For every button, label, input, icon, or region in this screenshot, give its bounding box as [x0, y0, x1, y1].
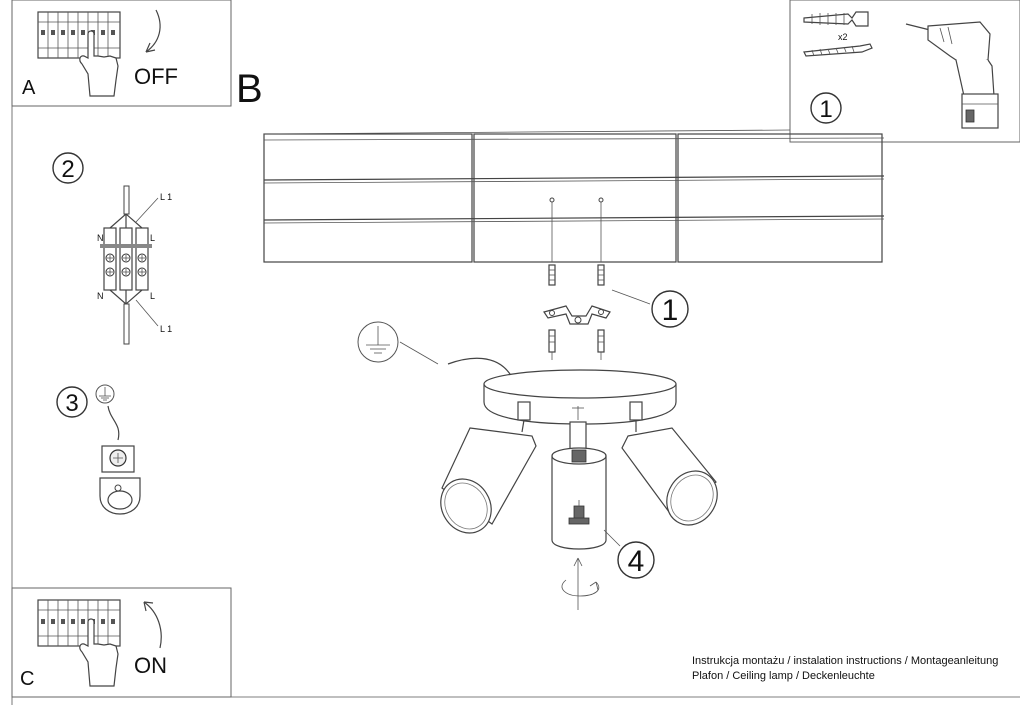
- wiring-label-n-top: N: [97, 233, 104, 243]
- panel-a-letter: A: [22, 77, 36, 99]
- step-3-number: 3: [65, 390, 78, 417]
- footer: Instrukcja montażu / instalation instruc…: [692, 654, 998, 684]
- spotlight-center: [551, 406, 607, 550]
- spotlight-left: [440, 401, 537, 534]
- tools-panel: x2 1: [789, 0, 1020, 143]
- rotate-arrow-icon: [561, 557, 600, 610]
- ceiling-panels: [263, 129, 885, 263]
- step-circle: [651, 290, 689, 328]
- footer-line-1: Instrukcja montażu / instalation instruc…: [692, 655, 999, 667]
- ground-terminal-icon: [99, 445, 141, 515]
- step-4-number: 4: [628, 545, 645, 578]
- step-3-ground: 3: [56, 384, 141, 515]
- wiring-label-l1-top: L 1: [160, 192, 172, 202]
- panel-c-letter: C: [20, 668, 34, 690]
- panel-b-letter: B: [236, 67, 263, 111]
- step-circle: [617, 541, 655, 579]
- ground-wire: [447, 357, 511, 375]
- mounting-bracket-icon: [543, 305, 611, 325]
- step-2-number: 2: [61, 156, 74, 183]
- wiring-label-l-bottom: L: [150, 291, 155, 301]
- quantity-label: x2: [838, 32, 848, 42]
- tools-step-number: 1: [819, 96, 832, 123]
- wall-plug-icon: [803, 11, 869, 27]
- hand-icon: [79, 618, 119, 687]
- curved-arrow-icon: [145, 9, 161, 53]
- mounting-screws: [548, 197, 605, 360]
- curved-arrow-icon: [143, 601, 162, 649]
- drill-icon: [905, 21, 999, 129]
- footer-line-2: Plafon / Ceiling lamp / Deckenleuchte: [692, 670, 875, 682]
- panel-c-action: ON: [134, 653, 167, 678]
- ground-symbol-icon: [357, 321, 399, 363]
- panel-a: OFF A: [11, 0, 232, 107]
- terminal-block-icon: [100, 227, 152, 291]
- wiring-label-l1-bottom: L 1: [160, 324, 172, 334]
- wiring-label-l-top: L: [150, 233, 155, 243]
- step-circle: [810, 92, 842, 124]
- wiring-label-n-bottom: N: [97, 291, 104, 301]
- panel-a-action: OFF: [134, 64, 178, 89]
- panel-c: ON C: [11, 587, 232, 698]
- step-1-mount-number: 1: [662, 294, 679, 327]
- lamp-canopy: [483, 369, 677, 425]
- spotlight-right: [621, 401, 718, 526]
- hand-icon: [79, 30, 119, 97]
- ground-symbol-icon: [95, 384, 115, 404]
- step-2-wiring: 2 L 1 N L: [52, 152, 172, 345]
- screw-icon: [803, 43, 873, 57]
